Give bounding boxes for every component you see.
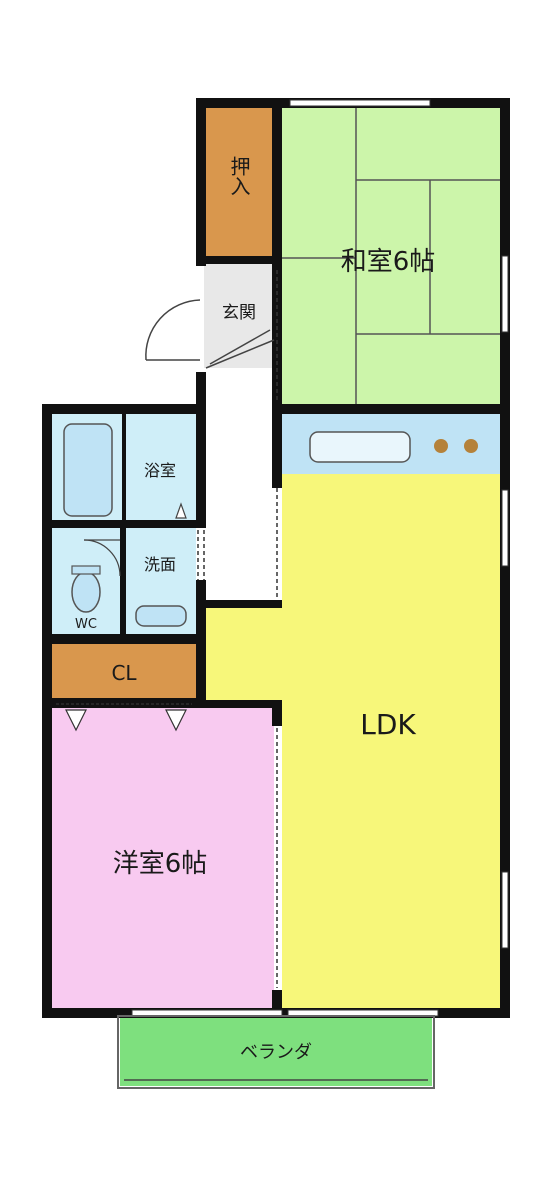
toilet	[71, 571, 101, 613]
label-oshiire: 押入	[227, 156, 251, 196]
veranda-rail	[117, 1015, 435, 1089]
label-ldk: LDK	[360, 708, 416, 741]
washbasin	[135, 605, 187, 627]
closet-doors[interactable]	[56, 703, 192, 732]
label-washitsu: 和室6帖	[341, 247, 436, 277]
windows	[131, 99, 509, 1017]
bathtub	[63, 423, 113, 517]
kitchen-sink	[309, 431, 411, 463]
toilet-tank	[71, 565, 101, 575]
room-youshitsu[interactable]	[50, 708, 274, 1010]
room-veranda[interactable]	[120, 1016, 432, 1086]
label-veranda: ベランダ	[240, 1042, 312, 1063]
room-washitsu[interactable]	[282, 106, 502, 408]
label-yokushitsu: 浴室	[144, 461, 176, 480]
room-closet[interactable]	[50, 644, 196, 700]
label-youshitsu: 洋室6帖	[113, 849, 208, 879]
room-genkan[interactable]	[204, 262, 274, 368]
bath-vent-icon	[175, 502, 187, 519]
label-senmen: 洗面	[144, 555, 176, 574]
hallway	[204, 368, 274, 600]
tatami-lines	[282, 106, 502, 408]
label-closet: CL	[111, 661, 137, 685]
wc-door[interactable]	[83, 539, 121, 577]
stove-burner-icon	[464, 439, 478, 453]
stove-burner-icon	[434, 439, 448, 453]
sliding-doors[interactable]	[197, 270, 278, 988]
entrance-door[interactable]	[145, 299, 275, 369]
label-wc: WC	[75, 617, 97, 632]
room-oshiire[interactable]	[204, 106, 274, 256]
label-genkan: 玄関	[222, 303, 256, 323]
